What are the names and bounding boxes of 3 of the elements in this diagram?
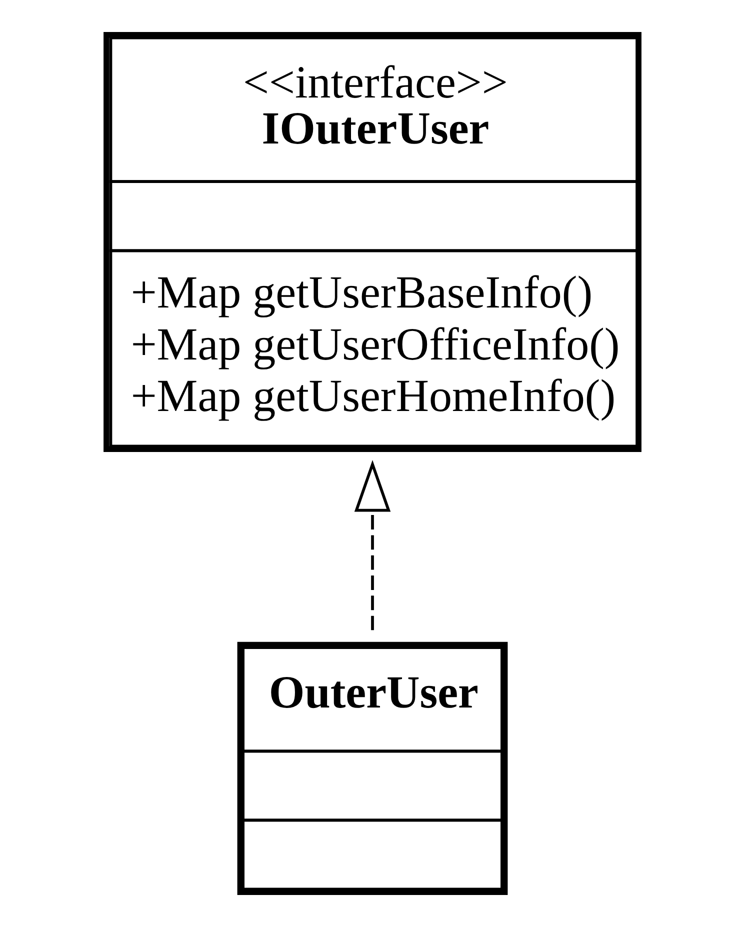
arrow — [354, 459, 391, 630]
node-box: <<interface>> IOuterUser +Map getUserBaseInfo() +Map getUserOfficeInfo() +Map getUserHomeInfo() — [104, 32, 642, 452]
node-box: OuterUser — [237, 641, 508, 894]
